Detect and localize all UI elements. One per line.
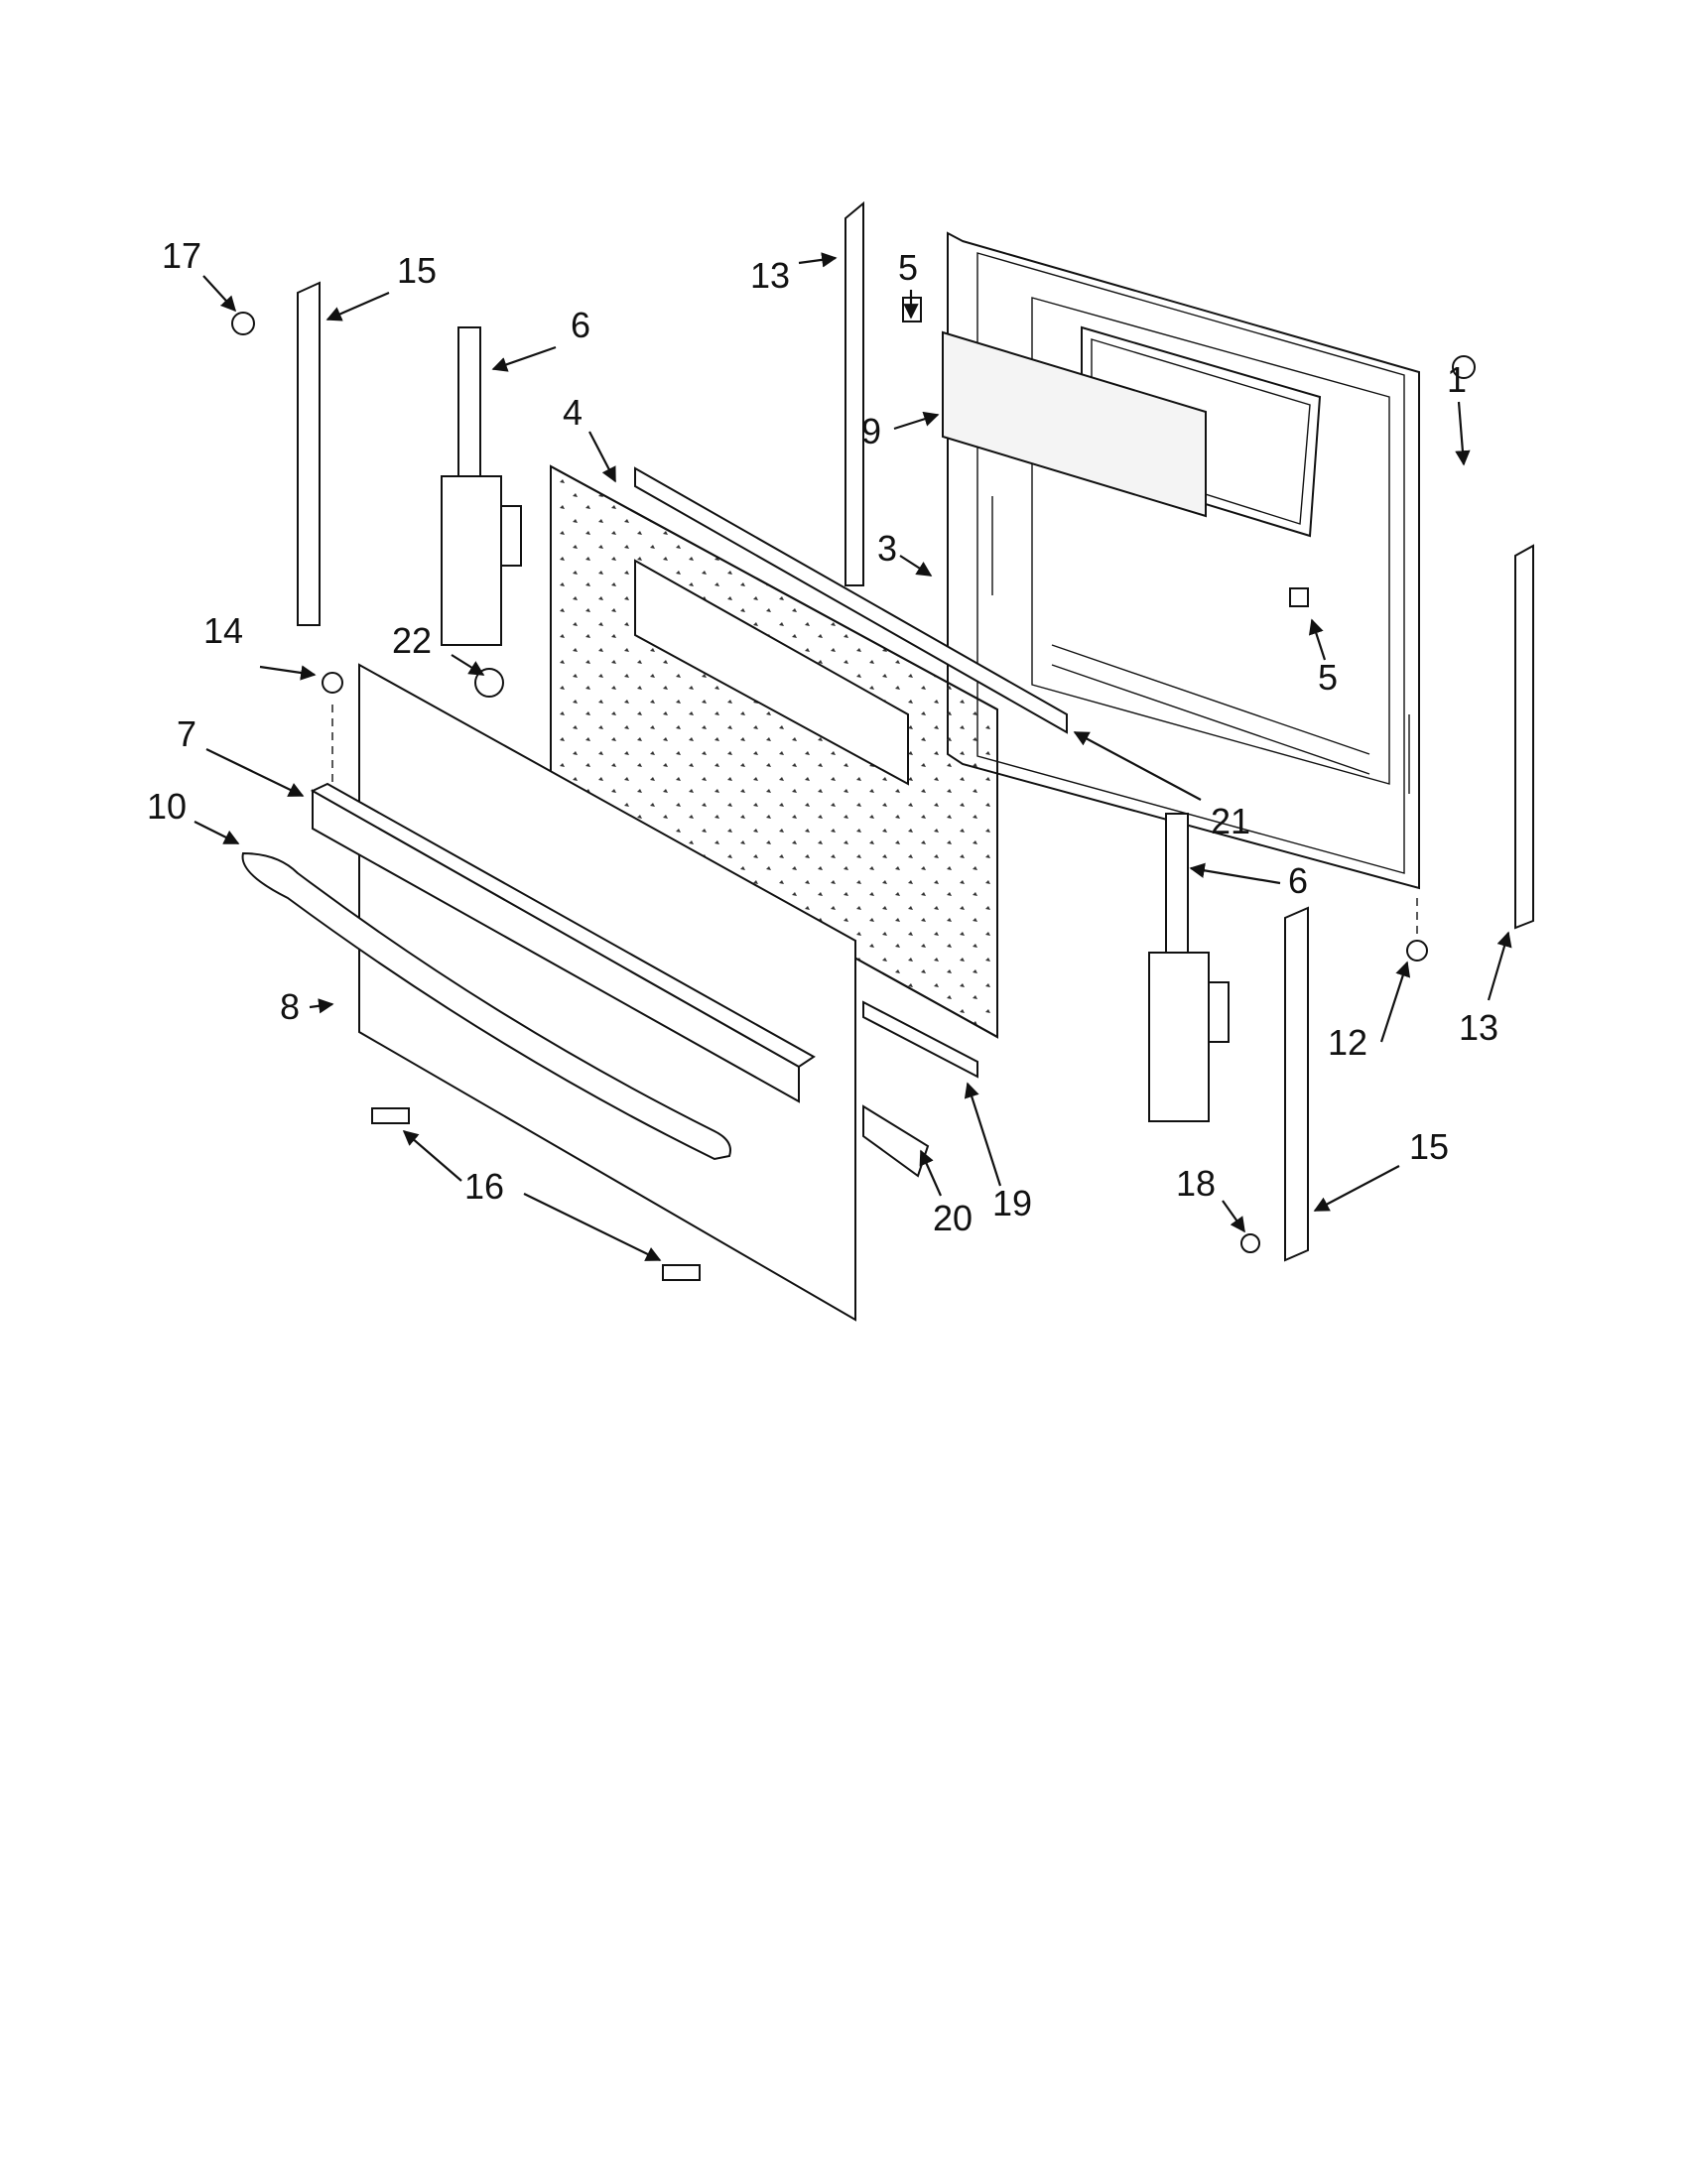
callout-13-right: 13 xyxy=(1459,1007,1498,1048)
screw-18 xyxy=(1240,1233,1260,1253)
channel-19 xyxy=(862,1000,978,1079)
hinge-bracket-16-right xyxy=(662,1264,701,1281)
callout-9: 9 xyxy=(861,411,881,451)
callout-6-right: 6 xyxy=(1288,860,1308,901)
callout-4: 4 xyxy=(563,392,583,433)
callout-10: 10 xyxy=(147,786,187,827)
hinge-channel-left xyxy=(297,281,321,626)
leader-lines xyxy=(194,252,1512,1261)
callout-21: 21 xyxy=(1211,801,1250,841)
door-handle xyxy=(241,851,731,1161)
callout-14: 14 xyxy=(203,610,243,651)
insulation-panel xyxy=(550,464,998,1039)
callout-7: 7 xyxy=(177,713,196,754)
hinge-right xyxy=(1148,813,1230,1122)
side-trim-left xyxy=(844,200,864,586)
hinge-channel-right xyxy=(1284,906,1309,1262)
callout-16: 16 xyxy=(464,1166,504,1207)
callout-17: 17 xyxy=(162,235,201,276)
callout-15-right: 15 xyxy=(1409,1126,1449,1167)
gasket-strip xyxy=(634,466,1068,734)
callout-20: 20 xyxy=(933,1198,973,1238)
screw-1 xyxy=(1452,355,1476,379)
clip-5-lower xyxy=(1289,587,1309,607)
callout-19: 19 xyxy=(992,1183,1032,1223)
screw-12 xyxy=(1406,940,1428,962)
callout-5-bottom: 5 xyxy=(1318,657,1338,698)
hinge-left xyxy=(441,326,522,646)
side-trim-right xyxy=(1514,544,1534,930)
callout-12: 12 xyxy=(1328,1022,1367,1063)
callout-6-left: 6 xyxy=(571,305,590,345)
callout-22: 22 xyxy=(392,620,432,661)
glass-panel xyxy=(942,330,1207,518)
vent-bar xyxy=(310,782,816,1103)
screw-17 xyxy=(231,312,255,335)
trim-20 xyxy=(862,1104,930,1178)
callout-3: 3 xyxy=(877,528,897,569)
screw-14 xyxy=(322,672,343,694)
callout-1: 1 xyxy=(1447,359,1467,400)
callout-8: 8 xyxy=(280,986,300,1027)
callout-18: 18 xyxy=(1176,1163,1216,1204)
callout-13-left: 13 xyxy=(750,255,790,296)
callout-5-top: 5 xyxy=(898,247,918,288)
hinge-bracket-16-left xyxy=(371,1107,410,1124)
callout-labels: 17 15 6 4 13 5 9 3 1 5 21 6 14 22 7 10 8… xyxy=(147,235,1498,1238)
callout-15-left: 15 xyxy=(397,250,437,291)
washer-22 xyxy=(474,668,504,698)
